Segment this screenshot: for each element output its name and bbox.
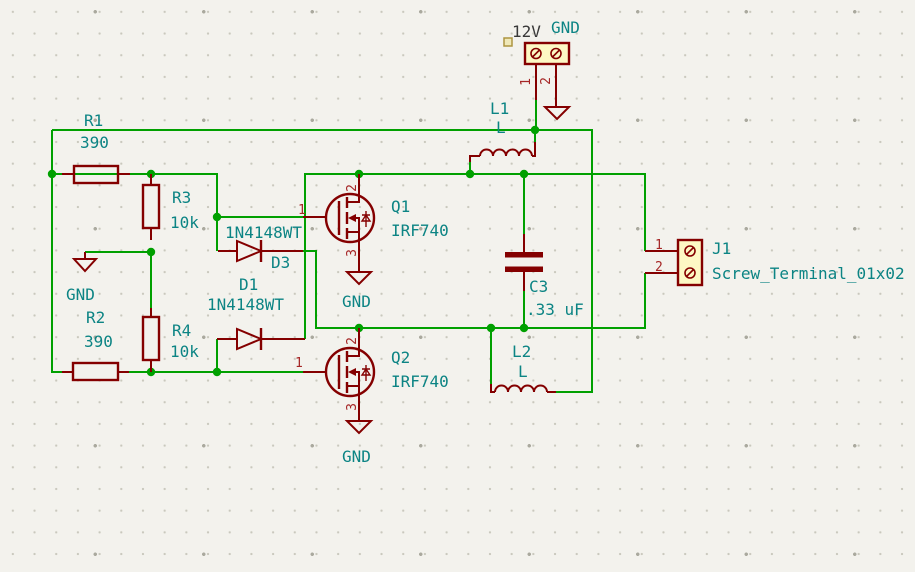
wire-gate1-bus[interactable] <box>52 173 218 251</box>
conn-pin2-number: 2 <box>539 77 554 85</box>
gnd-symbol-connector[interactable] <box>542 106 572 121</box>
d3-value[interactable]: 1N4148WT <box>225 223 302 242</box>
v12-label[interactable]: 12V <box>512 22 541 41</box>
q1-pin1-number: 1 <box>298 203 306 218</box>
resistor-body[interactable] <box>71 361 120 382</box>
screw-terminal-icon <box>550 47 562 60</box>
capacitor-c3[interactable]: C3 .33 uF <box>505 234 584 319</box>
q1-pin2-number: 2 <box>345 184 360 192</box>
q1-pin3-number: 3 <box>345 249 360 257</box>
mosfet-q1[interactable]: 1 2 3 Q1 IRF740 <box>298 174 449 272</box>
q1-value[interactable]: IRF740 <box>391 221 449 240</box>
q2-pin3-number: 3 <box>345 403 360 411</box>
q2-ref[interactable]: Q2 <box>391 348 410 367</box>
r4-ref[interactable]: R4 <box>172 321 191 340</box>
wire-left-rail[interactable] <box>51 130 73 373</box>
junction <box>519 169 529 179</box>
inductor-l2[interactable]: L2 L <box>490 342 556 393</box>
resistor-r3[interactable]: R3 10k <box>141 174 199 240</box>
r3-value[interactable]: 10k <box>170 213 199 232</box>
power-anchor-marker <box>503 37 513 47</box>
c3-value[interactable]: .33 uF <box>526 300 584 319</box>
inductor-coil[interactable] <box>494 384 548 393</box>
l1-value[interactable]: L <box>496 118 506 137</box>
inductor-l1[interactable]: L1 L <box>469 99 536 162</box>
screw-terminal-icon <box>684 245 696 257</box>
junction <box>212 367 222 377</box>
wire-d1-cathode-top-bus[interactable] <box>304 173 646 339</box>
resistor-r2[interactable]: R2 390 <box>62 308 129 382</box>
q2-pin2-number: 2 <box>345 337 360 345</box>
mosfet-body[interactable] <box>324 346 376 398</box>
j1-pin1-number: 1 <box>655 238 663 253</box>
resistor-body[interactable] <box>141 315 161 362</box>
mosfet-body[interactable] <box>324 192 376 244</box>
c3-ref[interactable]: C3 <box>529 277 548 296</box>
diode-triangle[interactable] <box>236 239 264 263</box>
l1-ref[interactable]: L1 <box>490 99 509 118</box>
diode-d1[interactable]: D1 1N4148WT <box>207 275 305 351</box>
mosfet-q2[interactable]: 1 2 3 Q2 IRF740 <box>295 328 449 421</box>
l2-value[interactable]: L <box>518 362 528 381</box>
resistor-body[interactable] <box>72 164 120 185</box>
l2-ref[interactable]: L2 <box>512 342 531 361</box>
j1-value[interactable]: Screw_Terminal_01x02 <box>712 264 905 283</box>
d1-value[interactable]: 1N4148WT <box>207 295 284 314</box>
gnd-label[interactable]: GND <box>342 447 371 466</box>
resistor-body[interactable] <box>141 183 161 230</box>
q1-ref[interactable]: Q1 <box>391 197 410 216</box>
capacitor-plate[interactable] <box>505 266 543 273</box>
junction <box>47 169 57 179</box>
diode-triangle[interactable] <box>236 327 264 351</box>
r1-value[interactable]: 390 <box>80 133 109 152</box>
junction <box>212 212 222 222</box>
diode-d3[interactable]: 1N4148WT D3 <box>218 223 303 272</box>
inductor-coil[interactable] <box>479 148 533 157</box>
screw-terminal-icon <box>684 267 696 279</box>
r4-value[interactable]: 10k <box>170 342 199 361</box>
j1-pin2-number: 2 <box>655 260 663 275</box>
wires[interactable] <box>51 100 646 393</box>
j1-ref[interactable]: J1 <box>712 239 731 258</box>
junction <box>486 323 496 333</box>
output-connector-j1[interactable]: 1 2 J1 Screw_Terminal_01x02 <box>645 238 905 287</box>
q2-pin1-number: 1 <box>295 356 303 371</box>
gnd-triangle[interactable] <box>344 420 374 435</box>
gnd-label[interactable]: GND <box>66 285 95 304</box>
d3-ref[interactable]: D3 <box>271 253 290 272</box>
gnd-triangle[interactable] <box>71 258 99 273</box>
gnd-triangle[interactable] <box>344 271 374 286</box>
gnd-label[interactable]: GND <box>551 18 580 37</box>
r3-ref[interactable]: R3 <box>172 188 191 207</box>
junction <box>530 125 540 135</box>
resistor-r4[interactable]: R4 10k <box>141 308 199 372</box>
q2-value[interactable]: IRF740 <box>391 372 449 391</box>
screw-terminal-icon <box>530 47 542 60</box>
junction <box>519 323 529 333</box>
wire-12v-to-l2[interactable] <box>535 129 593 393</box>
gnd-symbol-left[interactable]: GND <box>66 252 99 304</box>
power-input-connector[interactable]: 1 2 12V GND <box>503 18 580 107</box>
conn-pin1-number: 1 <box>519 78 534 86</box>
gnd-symbol-q1[interactable]: GND <box>342 271 374 311</box>
r2-value[interactable]: 390 <box>84 332 113 351</box>
gnd-label[interactable]: GND <box>342 292 371 311</box>
d1-ref[interactable]: D1 <box>239 275 258 294</box>
junction <box>146 247 156 257</box>
junction <box>465 169 475 179</box>
capacitor-plate[interactable] <box>505 252 543 258</box>
gnd-triangle[interactable] <box>542 106 572 121</box>
r1-ref[interactable]: R1 <box>84 111 103 130</box>
wire-d3-cathode-bottom-bus[interactable] <box>303 250 646 329</box>
r2-ref[interactable]: R2 <box>86 308 105 327</box>
resistor-r1[interactable]: R1 390 <box>62 111 130 185</box>
gnd-symbol-q2[interactable]: GND <box>342 420 374 466</box>
